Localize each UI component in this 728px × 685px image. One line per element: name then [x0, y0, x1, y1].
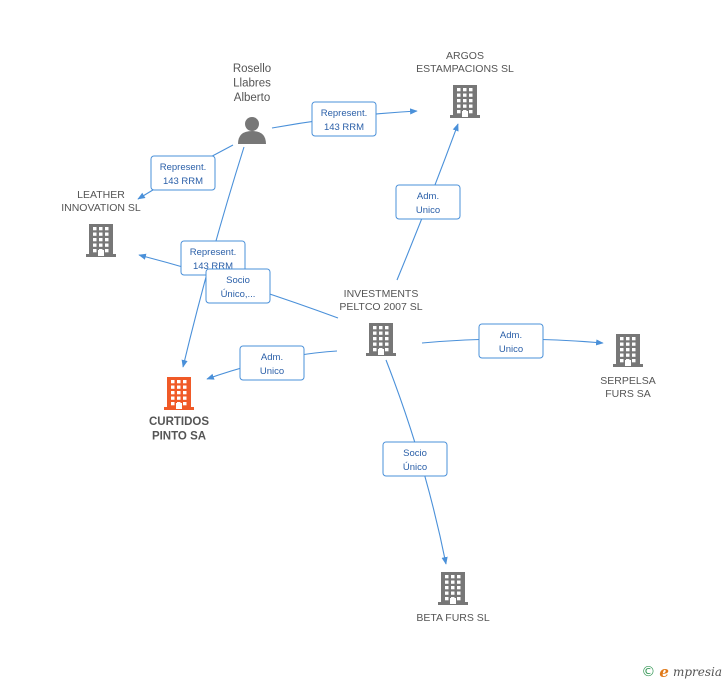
node-curtidos[interactable]: CURTIDOS PINTO SA	[149, 377, 209, 443]
edge-label-text: Represent.	[190, 247, 236, 258]
edge-label-text: Represent.	[160, 162, 206, 173]
edge-label-text: Adm.	[500, 330, 522, 341]
edge-label-text: Adm.	[261, 352, 283, 363]
edge-label-investments-serpelsa[interactable]: Adm. Unico	[478, 323, 544, 359]
node-label-beta: BETA FURS SL	[416, 612, 489, 624]
edge-label-text: Único,...	[221, 289, 256, 300]
edge-label-text: Socio	[403, 448, 427, 459]
edge-label-text: Unico	[416, 205, 440, 216]
edge-label-investments-leather[interactable]: SocioÚnico,...	[205, 268, 271, 304]
node-label-serpelsa: FURS SA	[605, 388, 651, 400]
edge-label-investments-argos[interactable]: Adm. Unico	[395, 184, 461, 220]
node-label-leather: INNOVATION SL	[61, 202, 141, 214]
edge-label-rosello-argos[interactable]: Represent. 143 RRM	[311, 101, 377, 137]
empresia-logo-icon: e	[659, 663, 669, 681]
building-icon	[86, 224, 116, 257]
node-label-rosello: Llabres	[233, 78, 271, 90]
edge-label-text: 143 RRM	[163, 176, 203, 187]
edge-label-text: Unico	[499, 344, 523, 355]
edge-label-text: 143 RRM	[324, 122, 364, 133]
node-label-investments: INVESTMENTS	[344, 288, 419, 300]
edge-label-box	[239, 345, 305, 381]
node-label-curtidos: PINTO SA	[152, 431, 206, 443]
building-icon	[613, 334, 643, 367]
edge-label-text: Represent.	[321, 108, 367, 119]
edge-label-box	[395, 184, 461, 220]
node-label-leather: LEATHER	[77, 189, 125, 201]
edge-label-rosello-leather[interactable]: Represent. 143 RRM	[150, 155, 216, 191]
building-icon	[164, 377, 194, 410]
node-label-rosello: Alberto	[234, 92, 270, 104]
copyright-icon: ©	[641, 664, 656, 680]
edge-label-text: Único	[403, 462, 427, 473]
edge-label-box	[311, 101, 377, 137]
brand-name: mpresia	[672, 665, 722, 679]
node-label-curtidos: CURTIDOS	[149, 416, 209, 428]
edge-label-text: Socio	[226, 275, 250, 286]
person-icon	[238, 117, 266, 144]
edge-label-box	[205, 268, 271, 304]
edge-label-box	[382, 441, 448, 477]
node-label-argos: ARGOS	[446, 50, 484, 62]
node-label-rosello: Rosello	[233, 63, 271, 75]
node-label-investments: PELTCO 2007 SL	[339, 301, 422, 313]
edge-label-investments-curtidos[interactable]: Adm. Unico	[239, 345, 305, 381]
edge-label-text: Adm.	[417, 191, 439, 202]
node-label-argos: ESTAMPACIONS SL	[416, 63, 514, 75]
building-icon	[438, 572, 468, 605]
edge-label-box	[478, 323, 544, 359]
edge-label-text: Unico	[260, 366, 284, 377]
node-beta[interactable]: BETA FURS SL	[416, 572, 490, 624]
edge-label-box	[150, 155, 216, 191]
building-icon	[366, 323, 396, 356]
building-icon	[450, 85, 480, 118]
edge-label-text: 143 RRM	[193, 261, 233, 272]
node-label-serpelsa: SERPELSA	[600, 375, 655, 387]
